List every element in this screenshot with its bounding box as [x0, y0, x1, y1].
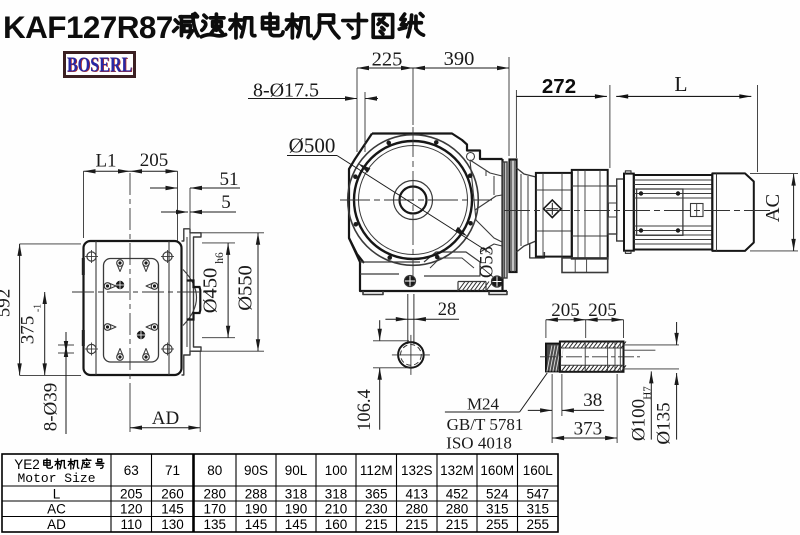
svg-text:260: 260: [161, 486, 184, 501]
svg-text:170: 170: [203, 502, 226, 517]
svg-text:210: 210: [325, 502, 348, 517]
svg-text:160: 160: [325, 517, 348, 532]
svg-text:63: 63: [124, 463, 139, 478]
svg-text:160M: 160M: [480, 463, 514, 478]
svg-text:Ø53: Ø53: [478, 246, 498, 278]
svg-text:L: L: [53, 487, 61, 502]
svg-text:160L: 160L: [523, 463, 554, 478]
svg-text:-1: -1: [33, 304, 44, 312]
svg-text:100: 100: [325, 463, 348, 478]
svg-text:ISO 4018: ISO 4018: [446, 434, 512, 453]
svg-text:215: 215: [405, 517, 428, 532]
svg-text:AC: AC: [762, 194, 784, 222]
svg-text:Ø135: Ø135: [654, 402, 675, 444]
svg-text:BOSERL: BOSERL: [68, 54, 133, 78]
svg-text:272: 272: [542, 75, 576, 98]
svg-text:135: 135: [203, 517, 226, 532]
svg-text:375: 375: [18, 316, 39, 345]
svg-text:38: 38: [583, 390, 602, 411]
svg-text:390: 390: [444, 48, 475, 70]
svg-text:71: 71: [165, 463, 180, 478]
svg-text:M24: M24: [467, 395, 500, 414]
svg-text:592: 592: [0, 289, 15, 318]
svg-text:452: 452: [446, 486, 469, 501]
svg-text:205: 205: [588, 300, 617, 321]
svg-text:205: 205: [140, 150, 169, 171]
svg-text:318: 318: [285, 486, 308, 501]
svg-text:51: 51: [220, 169, 239, 190]
svg-text:413: 413: [405, 486, 428, 501]
svg-text:280: 280: [446, 502, 469, 517]
svg-text:80: 80: [207, 463, 222, 478]
svg-text:280: 280: [405, 502, 428, 517]
svg-text:H7: H7: [642, 386, 654, 400]
svg-text:AC: AC: [47, 502, 66, 517]
svg-text:373: 373: [574, 419, 603, 440]
svg-text:90S: 90S: [244, 463, 268, 478]
svg-text:L1: L1: [95, 151, 116, 172]
svg-text:215: 215: [446, 517, 469, 532]
svg-text:Ø500: Ø500: [289, 134, 336, 158]
svg-text:190: 190: [285, 502, 308, 517]
svg-text:315: 315: [526, 502, 549, 517]
svg-text:130: 130: [161, 517, 184, 532]
svg-text:AD: AD: [47, 517, 66, 532]
svg-text:110: 110: [120, 517, 142, 532]
svg-text:524: 524: [486, 486, 509, 501]
svg-text:Ø100: Ø100: [629, 399, 650, 441]
svg-text:Motor Size: Motor Size: [17, 471, 95, 486]
svg-text:112M: 112M: [360, 463, 393, 478]
svg-text:288: 288: [245, 486, 268, 501]
svg-text:132M: 132M: [440, 463, 474, 478]
svg-text:230: 230: [365, 502, 388, 517]
svg-text:280: 280: [203, 486, 226, 501]
svg-text:190: 190: [245, 502, 268, 517]
svg-text:106.4: 106.4: [355, 389, 375, 431]
svg-text:8-Ø39: 8-Ø39: [41, 383, 62, 432]
svg-text:132S: 132S: [401, 463, 433, 478]
svg-text:90L: 90L: [285, 463, 308, 478]
svg-text:315: 315: [486, 502, 509, 517]
svg-text:BOSERL: BOSERL: [67, 53, 132, 77]
svg-text:h6: h6: [214, 252, 226, 264]
svg-text:L: L: [674, 72, 687, 96]
svg-text:120: 120: [120, 502, 143, 517]
svg-text:547: 547: [526, 486, 549, 501]
svg-text:KAF127R87: KAF127R87: [3, 9, 173, 45]
svg-text:AD: AD: [152, 408, 179, 429]
svg-text:205: 205: [120, 486, 143, 501]
svg-text:145: 145: [285, 517, 308, 532]
svg-text:225: 225: [372, 49, 403, 71]
svg-text:205: 205: [551, 300, 580, 321]
svg-text:YE2: YE2: [14, 457, 40, 472]
svg-text:365: 365: [365, 486, 388, 501]
svg-text:Ø550: Ø550: [235, 265, 257, 311]
svg-text:215: 215: [365, 517, 388, 532]
svg-text:GB/T 5781: GB/T 5781: [447, 415, 524, 434]
svg-text:5: 5: [221, 192, 231, 213]
svg-text:28: 28: [438, 300, 457, 320]
svg-text:Ø450: Ø450: [200, 268, 222, 314]
svg-text:255: 255: [526, 517, 549, 532]
svg-text:8-Ø17.5: 8-Ø17.5: [253, 80, 319, 102]
svg-text:145: 145: [161, 502, 184, 517]
svg-text:318: 318: [325, 486, 348, 501]
svg-text:145: 145: [245, 517, 268, 532]
svg-text:255: 255: [486, 517, 509, 532]
